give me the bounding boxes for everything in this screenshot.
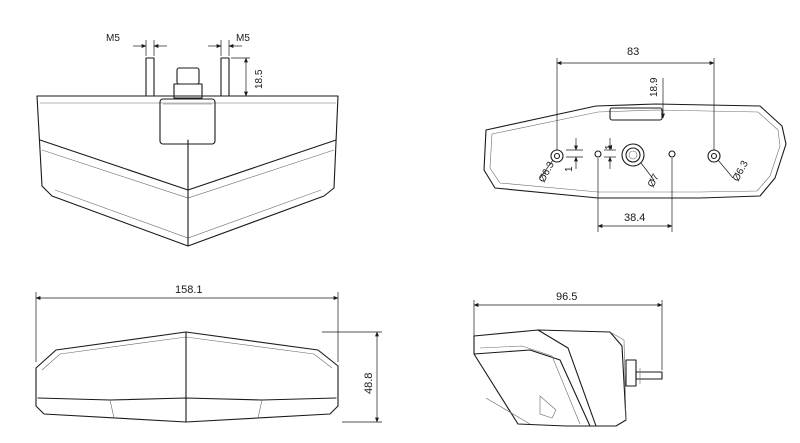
bottom-width-label: 158.1 — [175, 284, 203, 296]
connector-base — [173, 83, 203, 99]
stud-height-label: 18.5 — [254, 69, 265, 89]
side-connector — [625, 359, 637, 387]
side-view: 96.5 — [473, 291, 663, 427]
housing-outline — [36, 95, 339, 247]
rear-height-label: 18.9 — [649, 77, 660, 97]
left-thread-label: M5 — [106, 33, 120, 44]
side-stud — [635, 371, 663, 380]
spacing-label: 38.4 — [624, 212, 645, 224]
side-depth-label: 96.5 — [556, 291, 577, 303]
connector-top — [176, 67, 200, 85]
rear-width-label: 83 — [627, 46, 639, 58]
bottom-view: 158.1 48.8 — [35, 284, 382, 423]
left-offset-label: 1 — [564, 166, 575, 172]
bottom-outline — [35, 331, 339, 423]
center-hole — [621, 143, 645, 167]
right-stud — [220, 57, 230, 97]
left-stud — [145, 57, 155, 97]
front-view: M5 M5 18.5 — [36, 33, 339, 247]
right-offset-label: 1 — [604, 144, 615, 150]
right-hole-label: Ø6.3 — [731, 159, 751, 184]
right-thread-label: M5 — [236, 33, 250, 44]
rear-outline — [483, 103, 787, 199]
rear-view: 83 18.9 Ø6.3 Ø6.3 1 1 Ø7 38.4 — [483, 46, 787, 232]
top-boss — [159, 98, 216, 145]
center-hole-label: Ø7 — [646, 172, 662, 189]
left-hole-label: Ø6.3 — [537, 160, 557, 185]
side-outline — [473, 329, 627, 427]
bottom-height-label: 48.8 — [363, 373, 375, 394]
